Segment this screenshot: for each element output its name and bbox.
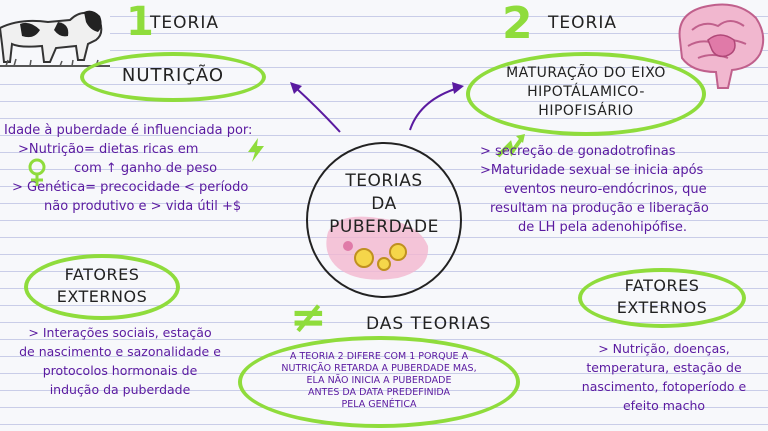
external-left-ellipse <box>24 254 180 320</box>
arrow-up-icon <box>496 134 525 158</box>
difference-ellipse <box>238 336 520 428</box>
difference-line-2: NUTRIÇÃO RETARDA A PUBERDADE MAS, <box>281 363 477 374</box>
theory1-line-3: com ↑ ganho de peso <box>74 161 218 176</box>
brain-icon <box>678 3 765 89</box>
external-left-title-line-1: FATORES <box>64 265 140 284</box>
theory1-line-5: não produtivo e > vida útil +$ <box>44 199 242 214</box>
difference-header: DAS TEORIAS <box>366 314 492 334</box>
theory1-line-4: > Genética= precocidade < período <box>12 180 249 195</box>
external-right-title-line-1: FATORES <box>624 276 700 295</box>
theory2-title-ellipse <box>466 52 706 136</box>
external-right-title-line-2: EXTERNOS <box>616 298 708 317</box>
center-title-line-1: TEORIAS <box>345 171 423 191</box>
external-left-line-3: protocolos hormonais de <box>42 363 198 378</box>
theory2-title: MATURAÇÃO DO EIXO HIPOTÁLAMICO- HIPOFISÁ… <box>478 64 694 121</box>
center-title-line-2: DA <box>371 194 397 214</box>
theory2-title-line-1: MATURAÇÃO DO EIXO <box>506 65 666 81</box>
center-title-line-3: PUBERDADE <box>329 217 439 237</box>
theory1-title: NUTRIÇÃO <box>121 65 225 86</box>
external-left-line-2: de nascimento e sazonalidade e <box>19 344 221 359</box>
external-left-title-line-2: EXTERNOS <box>56 287 148 306</box>
center-title: TEORIAS DA PUBERDADE <box>306 170 462 239</box>
theory1-title-ellipse <box>80 52 266 102</box>
lightning-icon <box>248 138 264 162</box>
external-left-line-4: indução da puberdade <box>49 382 191 397</box>
theory1-header: TEORIA <box>150 13 219 33</box>
theory2-line-1: > secreção de gonadotrofinas <box>480 144 676 159</box>
difference-line-3: ELA NÃO INICIA A PUBERDADE <box>306 375 452 386</box>
external-right-ellipse <box>578 268 746 328</box>
theory2-title-line-3: HIPOFISÁRIO <box>538 103 634 119</box>
theory1-line-2: >Nutrição= dietas ricas em <box>18 142 199 157</box>
theory2-line-3: eventos neuro-endócrinos, que <box>504 182 707 197</box>
female-symbol-icon <box>28 158 46 186</box>
theory2-line-2: >Maturidade sexual se inicia após <box>480 163 704 178</box>
external-left-text: > Interações sociais, estação de nascime… <box>0 323 240 399</box>
cow-icon <box>0 0 110 70</box>
external-right-line-3: nascimento, fotoperíodo e <box>581 379 747 394</box>
external-right-title: FATORES EXTERNOS <box>578 275 746 319</box>
theory2-number: 2 <box>502 0 533 49</box>
difference-text: A TEORIA 2 DIFERE COM 1 PORQUE A NUTRIÇÃ… <box>250 351 508 411</box>
arrow-to-theory2 <box>409 87 459 131</box>
theory1-text: Idade à puberdade é influenciada por: >N… <box>4 121 324 216</box>
difference-line-5: PELA GENÉTICA <box>341 399 417 410</box>
theory1-line-1: Idade à puberdade é influenciada por: <box>4 123 253 138</box>
theory1-number: 1 <box>126 0 154 45</box>
theory2-header: TEORIA <box>548 13 617 33</box>
external-right-line-2: temperatura, estação de <box>586 360 742 375</box>
external-right-line-1: > Nutrição, doenças, <box>598 341 730 356</box>
external-right-text: > Nutrição, doenças, temperatura, estaçã… <box>560 339 768 415</box>
arrow-to-theory1 <box>295 87 341 133</box>
not-equal-icon: ≠ <box>290 292 327 343</box>
external-left-title: FATORES EXTERNOS <box>24 264 180 308</box>
theory2-line-5: de LH pela adenohipófise. <box>518 220 688 235</box>
theory2-title-line-2: HIPOTÁLAMICO- <box>527 84 645 100</box>
theory2-line-4: resultam na produção e liberação <box>490 201 709 216</box>
external-left-line-1: > Interações sociais, estação <box>28 325 212 340</box>
external-right-line-4: efeito macho <box>622 398 706 413</box>
center-arrows <box>290 82 464 133</box>
difference-line-4: ANTES DA DATA PREDEFINIDA <box>307 387 451 398</box>
center-circle <box>306 142 462 298</box>
theory2-text: > secreção de gonadotrofinas >Maturidade… <box>480 142 768 237</box>
difference-line-1: A TEORIA 2 DIFERE COM 1 PORQUE A <box>289 351 469 362</box>
